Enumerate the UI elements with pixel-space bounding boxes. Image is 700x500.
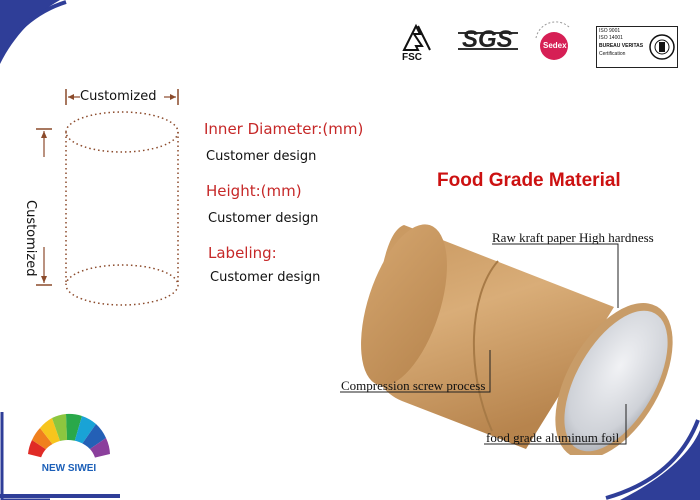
bottom-right-corner (620, 430, 700, 500)
labeling-heading: Labeling: (208, 244, 277, 262)
cylinder-bottom-ellipse (65, 264, 179, 306)
sedex-badge-icon (535, 21, 571, 60)
width-label: Customized (80, 89, 157, 104)
bv-seal-icon (649, 34, 675, 60)
sgs-text: SGS (462, 26, 513, 53)
fsc-text: FSC (402, 52, 422, 63)
lid-seam (473, 260, 499, 432)
new-siwei-logo-icon (28, 413, 110, 464)
paper-tube-image (361, 224, 673, 455)
bv-line3: BUREAU VERITAS (599, 43, 644, 49)
height-heading: Height:(mm) (206, 182, 302, 200)
tube-left-end (361, 224, 447, 386)
inner-diameter-value: Customer design (206, 149, 317, 164)
bv-line4: Certification (599, 51, 626, 57)
process-annotation: Compression screw process (341, 378, 486, 393)
labeling-value: Customer design (210, 270, 321, 285)
top-left-corner (0, 0, 60, 64)
bv-line1: ISO 9001 (599, 28, 621, 34)
paper-annotation: Raw kraft paper High hardness (492, 230, 654, 245)
width-arrow-right (170, 94, 176, 100)
bv-line2: ISO 14001 (599, 35, 623, 41)
food-grade-title: Food Grade Material (437, 170, 621, 191)
cylinder-diagram (36, 89, 179, 306)
width-arrow-left (68, 94, 74, 100)
brand-name: NEW SIWEI (41, 463, 97, 474)
foil-leader (484, 404, 627, 445)
foil-lining (564, 310, 668, 452)
height-arrow-bottom (41, 276, 47, 283)
paper-leader (492, 243, 619, 308)
inner-diameter-heading: Inner Diameter:(mm) (204, 120, 364, 138)
sedex-text: Sedex (543, 41, 567, 50)
process-leader (340, 350, 491, 393)
bureau-veritas-logo: ISO 9001 ISO 14001 BUREAU VERITAS Certif… (596, 26, 678, 68)
fsc-tree-icon (402, 23, 431, 51)
sgs-stripes-icon (458, 32, 518, 50)
foil-annotation: food grade aluminum foil (486, 430, 620, 445)
sedex-logo: Sedex (530, 20, 582, 72)
height-arrow-top (41, 131, 47, 138)
fsc-logo: FSC (396, 20, 438, 66)
height-value: Customer design (208, 211, 319, 226)
